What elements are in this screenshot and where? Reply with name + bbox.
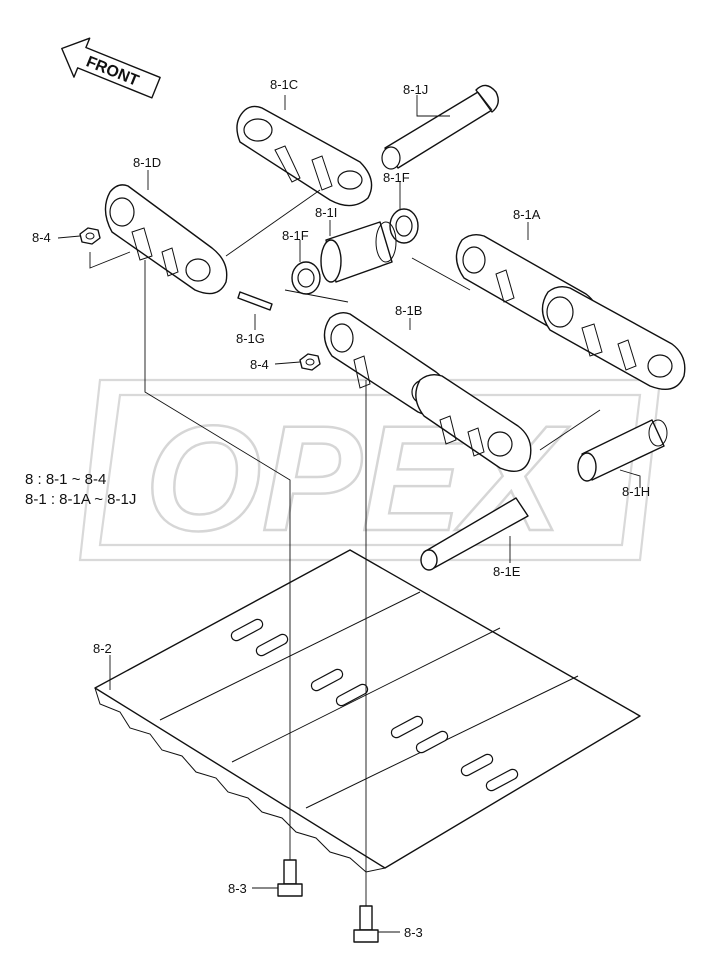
bolt-8-3-left — [277, 859, 303, 897]
label-8-4-mid: 8-4 — [250, 357, 269, 372]
seal-8-1F-top — [389, 208, 419, 244]
label-8-3-right: 8-3 — [404, 925, 423, 940]
label-8-1B: 8-1B — [395, 303, 422, 318]
bushing-8-1I — [320, 221, 397, 283]
label-8-1G: 8-1G — [236, 331, 265, 346]
link-8-1C — [236, 105, 373, 207]
front-arrow-icon: FRONT — [61, 37, 161, 99]
bolt-8-3-right — [353, 905, 379, 943]
label-8-1A: 8-1A — [513, 207, 541, 222]
label-8-1H: 8-1H — [622, 484, 650, 499]
notes: 8 : 8-1 ~ 8-4 8-1 : 8-1A ~ 8-1J — [25, 471, 136, 508]
shoe-hole-pattern — [230, 618, 519, 792]
label-8-1D: 8-1D — [133, 155, 161, 170]
part-labels: 8-1C 8-1J 8-1D 8-1F 8-1I 8-1F 8-1A 8-4 8… — [32, 77, 650, 940]
label-8-1C: 8-1C — [270, 77, 298, 92]
bushing-8-1H — [577, 419, 668, 482]
note-line-1: 8 : 8-1 ~ 8-4 — [25, 471, 106, 488]
label-8-4-left: 8-4 — [32, 230, 51, 245]
clip-8-1G — [237, 291, 273, 311]
label-8-1J: 8-1J — [403, 82, 428, 97]
link-8-1A — [455, 233, 686, 390]
pin-8-1E — [420, 497, 529, 571]
nut-8-4-mid — [299, 353, 321, 371]
label-8-3-left: 8-3 — [228, 881, 247, 896]
pin-8-1J — [381, 84, 499, 170]
label-8-1I: 8-1I — [315, 205, 337, 220]
label-8-1F-left: 8-1F — [282, 228, 309, 243]
leader-lines — [57, 95, 641, 933]
track-shoe-8-2 — [94, 549, 641, 873]
note-line-2: 8-1 : 8-1A ~ 8-1J — [25, 491, 136, 508]
link-8-1D — [104, 184, 228, 295]
link-8-1B — [323, 311, 532, 472]
watermark: OPEX — [78, 378, 662, 563]
nut-8-4-left — [79, 227, 101, 245]
seal-8-1F-left — [291, 261, 321, 295]
label-8-1E: 8-1E — [493, 564, 521, 579]
label-8-1F-top: 8-1F — [383, 170, 410, 185]
label-8-2: 8-2 — [93, 641, 112, 656]
